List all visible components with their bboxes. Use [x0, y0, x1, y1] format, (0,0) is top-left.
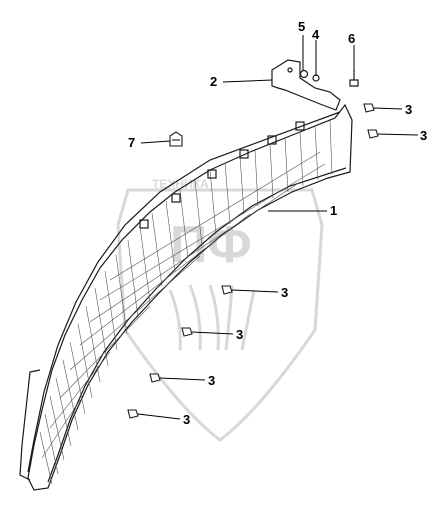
callout-clip: 3 [281, 285, 288, 300]
washer-part [299, 69, 309, 79]
fender-mesh-pattern [39, 119, 333, 485]
callout-clip: 3 [183, 412, 190, 427]
clip-part [149, 373, 161, 383]
callout-clip: 3 [208, 373, 215, 388]
callout-clip: 3 [236, 327, 243, 342]
leader-line-clip [373, 107, 403, 110]
bracket-assembly [271, 59, 359, 111]
bracket-bolt-hole [287, 67, 293, 73]
leader-line-retainer [140, 140, 171, 144]
fender-inner-edge-bottom [47, 167, 347, 483]
callout-nut: 4 [312, 27, 320, 42]
callout-clip: 3 [420, 128, 427, 143]
fender-assembly [19, 103, 353, 491]
fender-lower-foot [19, 369, 41, 481]
fender-mount-block [207, 169, 217, 179]
fender-mount-block [295, 121, 305, 131]
leader-line-clip [231, 289, 279, 293]
callout-fender: 1 [330, 203, 337, 218]
clip-part [367, 129, 379, 139]
leader-line-bracket [222, 79, 273, 83]
leader-line-clip [377, 133, 419, 136]
callout-retainer: 7 [128, 135, 135, 150]
clip-part [127, 409, 139, 419]
bracket-part [271, 59, 341, 111]
bolt-part [349, 70, 359, 87]
clip-part [221, 285, 233, 295]
callout-washer: 5 [298, 19, 305, 34]
leader-lines [137, 35, 419, 420]
callout-bracket: 2 [210, 74, 217, 89]
fender-mount-block [171, 193, 181, 203]
leader-line-clip [159, 377, 206, 381]
fender-outline [27, 103, 353, 491]
leader-line-clip [191, 331, 234, 335]
retainer-part [169, 131, 183, 147]
callout-clip: 3 [405, 102, 412, 117]
clip-part [363, 103, 375, 113]
clip-part [181, 327, 193, 337]
fender-mount-block [239, 149, 249, 159]
fender-mount-block [267, 135, 277, 145]
callout-bolt: 6 [348, 31, 355, 46]
watermark-shield-shape [116, 188, 324, 442]
callout-labels: 1 2 5 4 6 7 3 3 3 3 3 3 [128, 19, 427, 427]
fender-mount-block [139, 219, 149, 229]
watermark: ТЕХНИКА ПФ [116, 177, 324, 442]
fender-inner-edge-top [27, 111, 341, 473]
clip-parts [127, 103, 379, 419]
watermark-wheat-emblem [168, 284, 256, 351]
leader-line-clip [137, 413, 181, 420]
